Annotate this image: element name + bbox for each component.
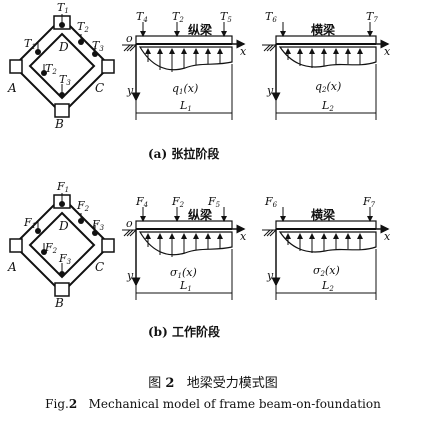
figure-caption-cn: 图 2 地梁受力模式图 [148, 376, 278, 391]
frame-diagram-b: F1 F1 F2 F3 F2 F3 A B C D [7, 180, 115, 310]
beam1-b-load-1: F4 [135, 195, 148, 209]
beam1-b-load-3: F5 [207, 195, 221, 209]
beam1-a-x-axis: x [240, 45, 247, 58]
beam2-b-dist-label: σ2(x) [313, 264, 340, 278]
beam1-b-name: 纵梁 [188, 207, 212, 222]
beam1-a-y-axis: y [126, 84, 134, 97]
node-c-label: C [95, 260, 104, 274]
corner-block-left [9, 238, 23, 253]
node-c-label: C [95, 81, 104, 95]
beam1-a-load-3: T5 [220, 10, 232, 24]
beam1-a-load-2: T2 [172, 10, 184, 24]
beam1-b-length: L1 [179, 279, 192, 293]
node-a-label: A [7, 81, 17, 95]
beam2-a-dist-label: q2(x) [315, 80, 341, 94]
beam2-b-load-2: F7 [362, 195, 376, 209]
beam1-a-origin: o [126, 32, 133, 45]
corner-block-bottom [54, 103, 70, 118]
frame-a-right-label: T3 [92, 39, 104, 53]
frame-a-inner-left-label: T2 [45, 62, 57, 76]
figure-caption-en: Fig.2 Mechanical model of frame beam-on-… [45, 397, 381, 411]
node-b-label: B [54, 296, 64, 310]
node-d-label: D [58, 219, 69, 233]
panel-a: T1 T1 T2 T3 T2 T3 A B C D [7, 1, 391, 161]
corner-block-bottom [54, 282, 70, 297]
beam1-a-name: 纵梁 [188, 22, 212, 37]
frame-a-upper-inner-label: T2 [77, 20, 89, 34]
beam2-b-length: L2 [321, 279, 334, 293]
node-d-label: D [58, 40, 69, 54]
beam2-a-length: L2 [321, 99, 334, 113]
beam2-b-y-axis: y [266, 269, 274, 282]
frame-b-left-label: F1 [23, 216, 36, 230]
frame-b-inner-bottom-label: F3 [58, 252, 72, 266]
corner-block-right [101, 59, 115, 74]
beam1-diagram-b: F4 F2 F5 纵梁 o x y σ1(x) L1 [122, 195, 247, 300]
frame-b-upper-inner-label: F2 [76, 199, 90, 213]
frame-diagram-a: T1 T1 T2 T3 T2 T3 A B C D [7, 1, 115, 131]
frame-b-right-label: F3 [91, 218, 105, 232]
beam1-a-dist-label: q1(x) [172, 82, 198, 96]
node-a-label: A [7, 260, 17, 274]
beam2-b-x-axis: x [384, 230, 391, 243]
panel-a-caption: (a) 张拉阶段 [148, 146, 220, 161]
panel-b: F1 F1 F2 F3 F2 F3 A B C D [7, 180, 391, 339]
node-b-label: B [54, 117, 64, 131]
beam2-b-name: 横梁 [311, 207, 335, 222]
beam1-diagram-a: T4 T2 T5 纵梁 o x y q1(x) L1 [122, 10, 247, 120]
beam2-a-x-axis: x [384, 45, 391, 58]
frame-a-top-label: T1 [57, 1, 69, 15]
beam2-a-name: 横梁 [311, 22, 335, 37]
beam1-b-y-axis: y [126, 269, 134, 282]
beam1-b-x-axis: x [240, 230, 247, 243]
frame-a-left-label: T1 [24, 37, 36, 51]
beam1-a-load-1: T4 [136, 10, 148, 24]
beam2-diagram-b: F6 F7 横梁 x y σ2(x) L2 [262, 195, 391, 300]
corner-block-left [9, 59, 23, 74]
beam2-b-load-1: F6 [264, 195, 278, 209]
beam2-a-load-2: T7 [366, 10, 378, 24]
frame-b-inner-left-label: F2 [44, 241, 58, 255]
beam1-a-length: L1 [179, 99, 192, 113]
panel-b-caption: (b) 工作阶段 [148, 324, 221, 339]
frame-a-inner-bottom-label: T3 [59, 73, 71, 87]
beam2-diagram-a: T6 T7 横梁 x y q2(x) L2 [262, 10, 391, 120]
beam1-b-load-2: F2 [171, 195, 185, 209]
beam1-b-dist-label: σ1(x) [170, 266, 197, 280]
corner-block-right [101, 238, 115, 253]
beam2-a-y-axis: y [266, 84, 274, 97]
beam1-b-origin: o [126, 217, 133, 230]
beam2-a-load-1: T6 [265, 10, 277, 24]
frame-b-top-label: F1 [56, 180, 69, 194]
